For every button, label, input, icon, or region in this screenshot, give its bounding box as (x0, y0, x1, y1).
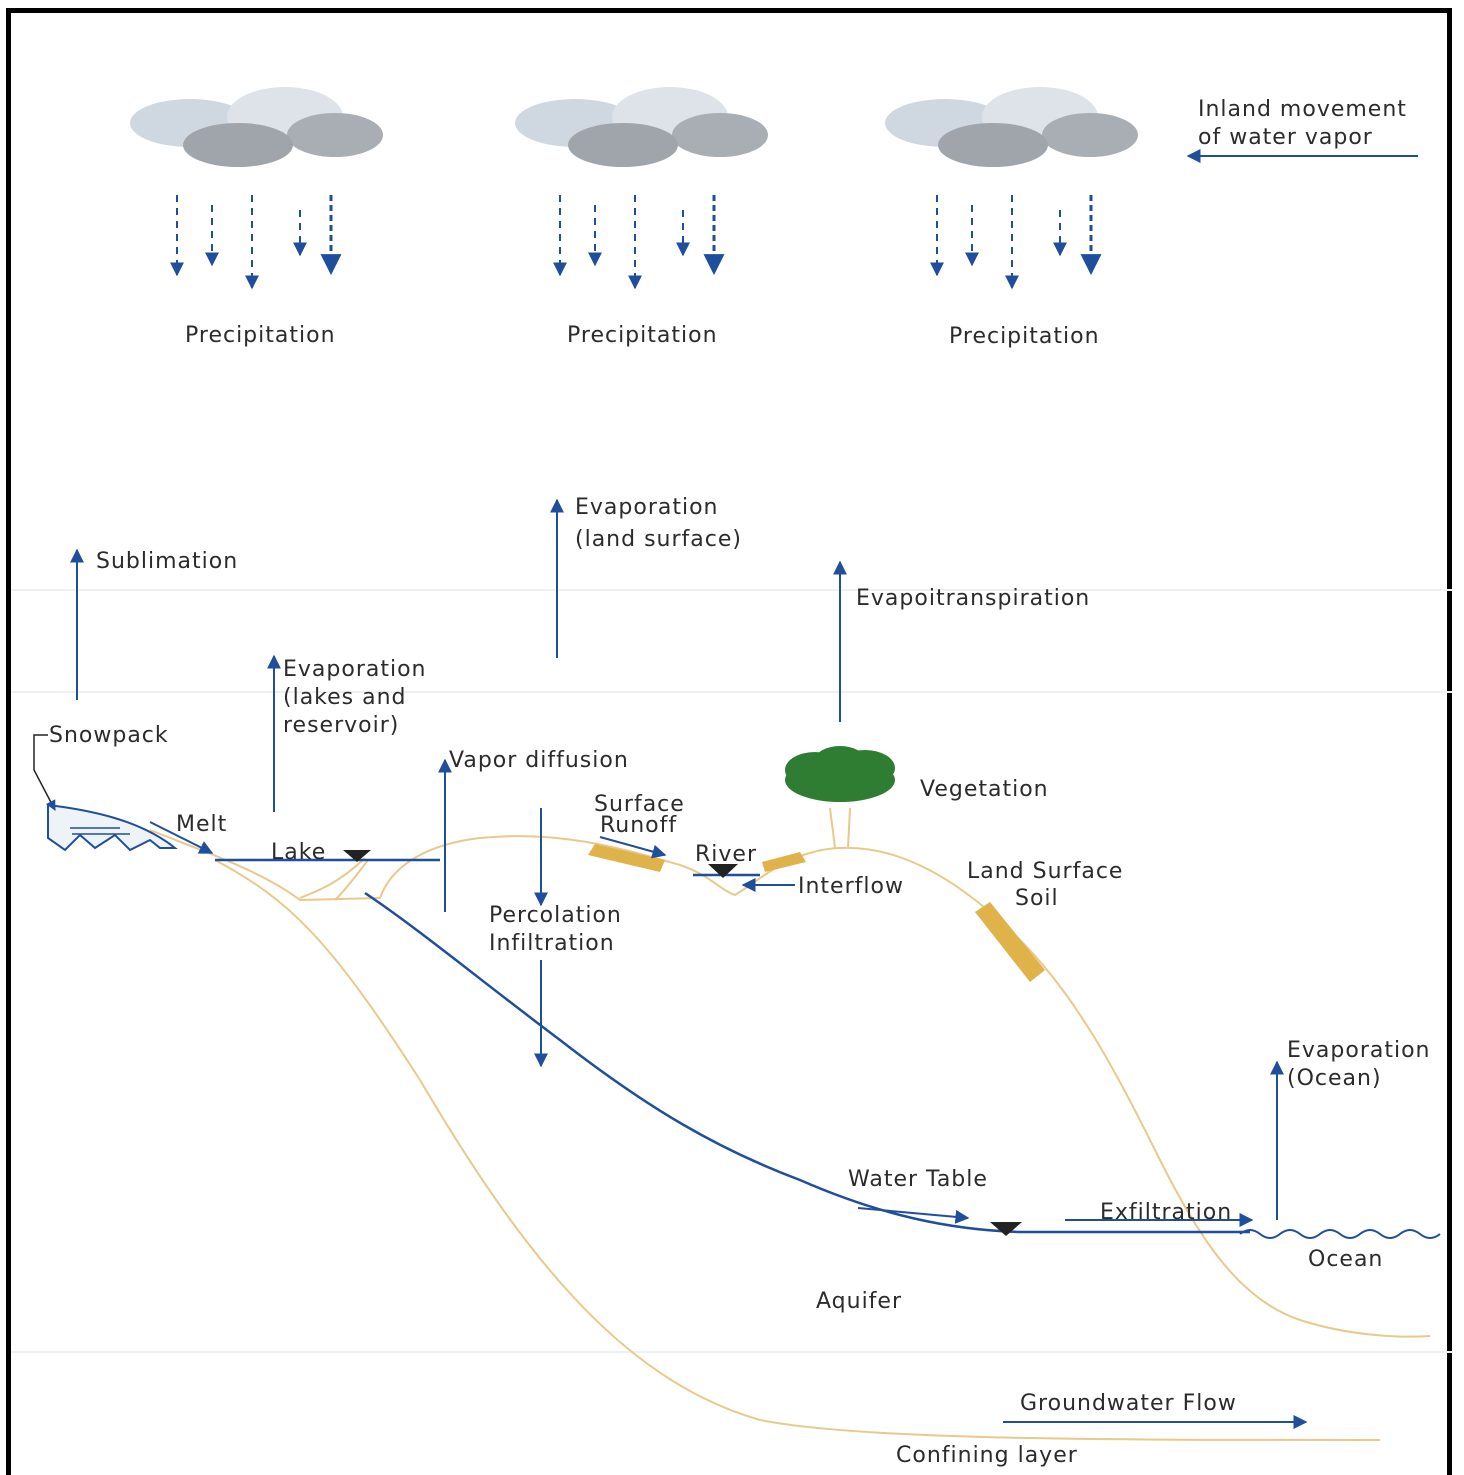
surface-runoff-label: Surface (594, 792, 685, 817)
evaporation-lakes-label: Evaporation (283, 657, 427, 682)
inland-movement-label: Inland movement (1198, 97, 1407, 122)
inland-movement-label-2: of water vapor (1198, 125, 1373, 150)
soil-patch (762, 852, 806, 872)
evaporation-land-label-2: (land surface) (575, 527, 742, 552)
evaporation-lakes-label-2: (lakes and (283, 685, 407, 710)
confining-layer-label: Confining layer (896, 1443, 1078, 1468)
land-surface-line (149, 829, 1431, 1338)
soil-patch (975, 902, 1045, 982)
soil-label: Soil (1015, 886, 1059, 911)
lake-bed-line (299, 857, 369, 901)
evaporation-ocean-label-2: (Ocean) (1287, 1066, 1382, 1091)
cloud-icon (130, 87, 383, 167)
surface-runoff-label-2: Runoff (600, 813, 677, 838)
melt-arrow (149, 821, 214, 854)
snowpack-label: Snowpack (49, 723, 169, 748)
sublimation-label: Sublimation (96, 549, 238, 574)
water-table-marker-icon (990, 1222, 1022, 1236)
tree-trunk (829, 807, 836, 849)
snowpack-pointer (33, 734, 56, 811)
ocean-wave (1239, 1229, 1441, 1239)
precipitation-label-3: Precipitation (949, 324, 1100, 349)
lake-label: Lake (271, 840, 326, 865)
river-label: River (695, 842, 757, 867)
rain-arrows (177, 195, 331, 288)
cloud-icon (515, 87, 768, 167)
percolation-label: Percolation (489, 903, 622, 928)
tree-icon (785, 746, 895, 802)
ocean-label: Ocean (1308, 1247, 1383, 1272)
water-table-arrow (857, 1207, 970, 1224)
exfiltration-label: Exfiltration (1100, 1200, 1232, 1225)
aquifer-label: Aquifer (816, 1289, 902, 1314)
vegetation-label: Vegetation (920, 777, 1049, 802)
interflow-label: Interflow (798, 874, 904, 899)
land-surface-label: Land Surface (967, 859, 1123, 884)
water-table-line (364, 891, 1250, 1234)
vapor-diffusion-label: Vapor diffusion (449, 748, 629, 773)
cloud-icon (885, 87, 1138, 167)
precipitation-label-2: Precipitation (567, 323, 718, 348)
confining-layer-line (214, 859, 1381, 1441)
evaporation-lakes-label-3: reservoir) (283, 713, 399, 738)
rain-arrows (560, 195, 714, 288)
tree-trunk (847, 807, 851, 849)
evaporation-land-label: Evaporation (575, 495, 719, 520)
infiltration-label: Infiltration (489, 931, 615, 956)
soil-patch (588, 844, 665, 872)
river-level-marker-icon (708, 864, 738, 878)
lake-level-marker-icon (343, 850, 371, 862)
melt-label: Melt (176, 812, 227, 837)
diagram-frame (6, 8, 1452, 1475)
water-table-label: Water Table (848, 1167, 988, 1192)
precipitation-label-1: Precipitation (185, 323, 336, 348)
rain-arrows (937, 195, 1091, 288)
evaporation-ocean-label: Evaporation (1287, 1038, 1431, 1063)
evapotranspiration-label: Evapoitranspiration (856, 586, 1090, 611)
groundwater-flow-label: Groundwater Flow (1020, 1391, 1237, 1416)
surface-runoff-arrow (599, 836, 667, 859)
